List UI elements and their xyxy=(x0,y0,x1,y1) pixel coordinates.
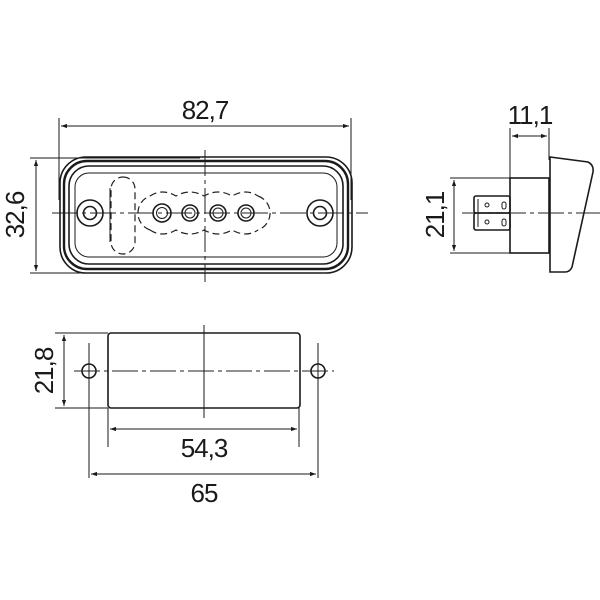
mounting-cutout-view: 21,8 54,3 65 xyxy=(29,325,334,508)
mount-hole-mark-left xyxy=(81,343,97,393)
housing-inner-rim xyxy=(68,165,344,265)
height-dimension-label: 32,6 xyxy=(0,191,30,238)
housing-rim xyxy=(62,159,350,271)
cutout-width-dimension-label: 54,3 xyxy=(181,433,228,463)
lens-profile xyxy=(549,156,594,273)
depth-dimension-label: 11,1 xyxy=(508,100,553,130)
cutout-height-dimension-label: 21,8 xyxy=(29,347,59,394)
terminal-upper xyxy=(473,195,511,214)
top-view: 82,7 32,6 xyxy=(0,95,368,282)
side-view: 11,1 21,1 xyxy=(420,100,600,273)
hole-spacing-dimension-label: 65 xyxy=(191,478,218,508)
terminal-lower xyxy=(473,212,511,231)
connector-height-dimension-label: 21,1 xyxy=(420,191,450,238)
connector-block xyxy=(509,177,550,254)
lens-outline xyxy=(74,172,338,258)
mount-hole-mark-right xyxy=(310,343,326,393)
reflector-slot-hidden xyxy=(110,176,136,255)
housing-outer-outline xyxy=(59,156,353,274)
width-dimension-label: 82,7 xyxy=(182,95,229,125)
